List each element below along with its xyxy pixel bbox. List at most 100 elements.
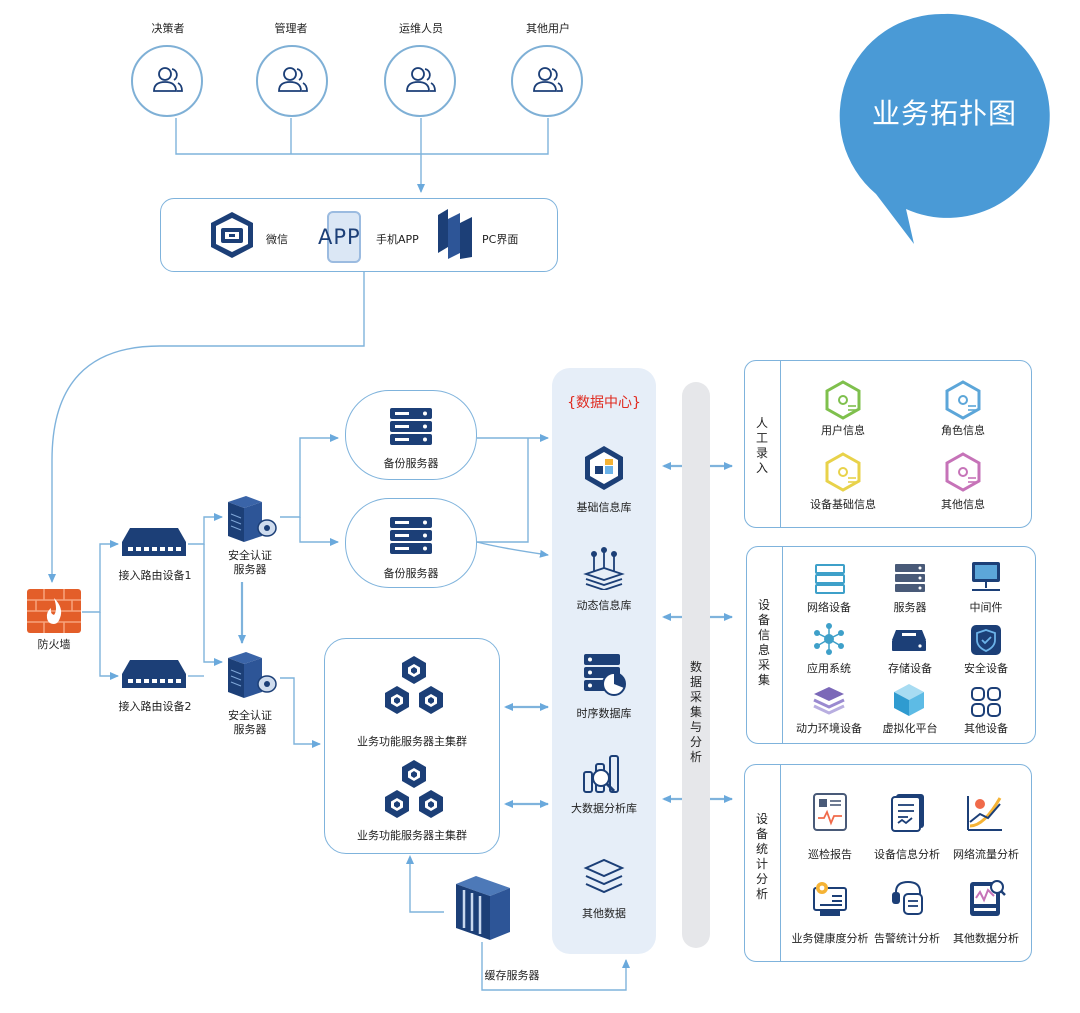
datacenter-title: {数据中心} [567,395,641,411]
app-icon-text: APP [318,225,361,249]
cluster-icon [385,656,443,714]
wechat-label: 微信 [266,233,288,246]
device-item-other: 其他设备 [964,722,1008,735]
pc-interface-icon [438,209,472,259]
dynamic-db-icon [583,547,625,590]
network-device-icon [815,564,845,594]
device-item-middleware: 中间件 [969,601,1003,614]
device-info-analysis-icon [891,794,924,832]
power-env-device-icon [813,687,845,715]
router-icon [122,660,186,688]
device-item-server: 服务器 [893,601,927,614]
wechat-icon [211,212,253,258]
auth1-label: 安全认证 服务器 [228,549,272,576]
stats-item-traffic: 网络流量分析 [953,848,1019,861]
firewall-icon [27,589,81,633]
stats-analysis-panel [744,764,1032,962]
server-icon [895,564,925,592]
cluster-icon [385,760,443,818]
bigdata-db-icon [583,755,619,793]
backup-server-icon [390,408,432,445]
user-circle-other [511,45,583,117]
other-data-icon [583,858,625,894]
phone-icon [327,211,361,263]
backup-server-icon [390,517,432,554]
inspection-report-icon [813,793,847,831]
users-icon [278,67,308,92]
device-item-virtualization: 虚拟化平台 [882,722,938,735]
datacenter-item-dynamic: 动态信息库 [576,599,632,612]
manual-entry-label: 人工录入 [755,416,768,475]
stats-item-deviceinfo: 设备信息分析 [874,848,940,861]
user-info-icon [825,380,861,420]
backup2-label: 备份服务器 [383,567,439,580]
device-item-storage: 存储设备 [888,662,932,675]
stats-item-inspection: 巡检报告 [808,848,852,861]
user-label-manager: 管理者 [274,22,308,35]
stats-item-other: 其他数据分析 [953,932,1019,945]
device-item-powerenv: 动力环境设备 [796,722,862,735]
virtualization-icon [894,684,924,716]
other-device-icon [971,687,1001,717]
backup1-label: 备份服务器 [383,457,439,470]
other-info-icon [945,452,981,492]
basic-db-icon [585,446,623,490]
app-label: 手机APP [376,233,419,246]
security-device-icon [971,625,1001,655]
stats-item-health: 业务健康度分析 [791,932,869,945]
app-system-icon [814,623,844,655]
auth-server-icon [228,652,277,698]
user-circle-manager [256,45,328,117]
users-icon [153,67,183,92]
timeseries-db-icon [584,654,626,696]
network-traffic-analysis-icon [967,796,1002,831]
user-label-other: 其他用户 [526,22,570,35]
user-circle-ops [384,45,456,117]
device-item-network: 网络设备 [807,601,851,614]
device-basic-info-icon [825,452,861,492]
business-health-analysis-icon [813,882,847,916]
user-label-decision: 决策者 [151,22,185,35]
middleware-icon [972,562,1000,591]
router-icon [122,528,186,556]
firewall-label: 防火墙 [37,638,71,651]
role-info-icon [945,380,981,420]
manual-item-role: 角色信息 [941,424,985,437]
panel-divider [780,764,782,962]
collect-analysis-bar [682,382,710,948]
manual-entry-panel [744,360,1032,528]
alarm-stats-analysis-icon [892,880,923,915]
manual-item-device: 设备基础信息 [810,498,876,511]
auth-server-icon [228,496,277,542]
panel-divider [780,360,782,528]
auth2-label: 安全认证 服务器 [228,709,272,736]
pc-label: PC界面 [482,233,519,246]
device-item-appsystem: 应用系统 [807,662,851,675]
cluster2-label: 业务功能服务器主集群 [357,829,467,842]
title-bubble [839,13,1050,244]
user-circle-decision [131,45,203,117]
manual-item-other: 其他信息 [941,498,985,511]
storage-device-icon [892,630,926,651]
user-label-ops: 运维人员 [399,22,443,35]
datacenter-item-other: 其他数据 [582,907,626,920]
other-data-analysis-icon [970,880,1006,916]
device-item-security: 安全设备 [964,662,1008,675]
stats-analysis-label: 设备统计分析 [755,812,768,901]
users-icon [406,67,436,92]
cache-server-icon [456,876,510,940]
manual-item-user: 用户信息 [821,424,865,437]
router2-label: 接入路由设备2 [118,700,192,713]
users-icon [533,67,563,92]
collect-analysis-label: 数据采集与分析 [689,660,702,764]
datacenter-item-bigdata: 大数据分析库 [571,802,637,815]
panel-divider [782,546,784,744]
diagram-title: 业务拓扑图 [872,97,1018,130]
router1-label: 接入路由设备1 [118,569,192,582]
datacenter-item-basic: 基础信息库 [576,501,632,514]
device-collect-label: 设备信息采集 [757,598,770,687]
cache-label: 缓存服务器 [484,969,540,982]
cluster1-label: 业务功能服务器主集群 [357,735,467,748]
stats-item-alarm: 告警统计分析 [874,932,940,945]
